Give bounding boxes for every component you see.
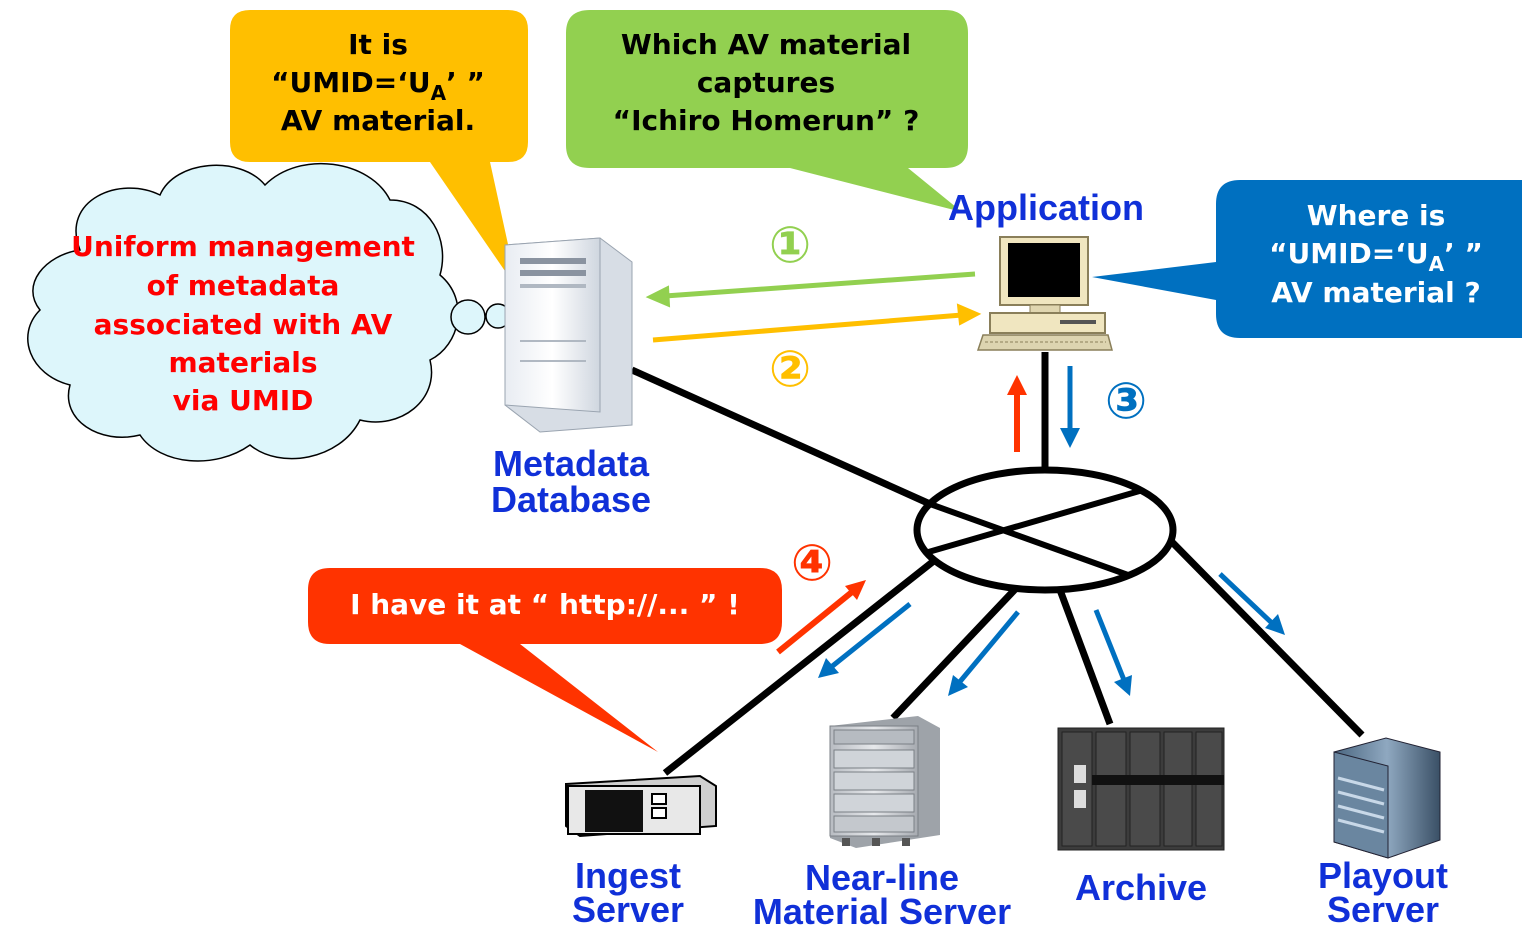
where-question-suffix: ’ ”	[1444, 237, 1483, 270]
ingest-label-1: Ingest	[575, 855, 681, 896]
cloud-line-5: via UMID	[173, 384, 314, 417]
app-question-line-1: Which AV material	[621, 28, 911, 61]
app-question-line-2: captures	[697, 66, 835, 99]
app-question-line-3: “Ichiro Homerun” ?	[613, 104, 920, 137]
step-1-marker: ①	[769, 216, 811, 274]
metadata-reply-line-2: “UMID=‘UA’ ”	[271, 66, 485, 105]
metadata-db-label-1: Metadata	[493, 443, 650, 484]
where-question-line-1: Where is	[1307, 199, 1446, 232]
link-metadata-db	[630, 366, 932, 508]
cloud-line-3: associated with AV	[94, 308, 393, 341]
metadata-reply-umid: “UMID=‘U	[271, 66, 431, 99]
where-question-umid: “UMID=‘U	[1269, 237, 1429, 270]
cloud-line-4: materials	[168, 346, 317, 379]
ingest-reply-text: I have it at “ http://... ” !	[350, 588, 740, 621]
network-links	[630, 352, 1365, 776]
step-2-marker: ②	[769, 340, 811, 398]
archive-label: Archive	[1075, 867, 1207, 908]
cloud-text: Uniform management of metadata associate…	[71, 230, 415, 417]
desktop-computer-icon	[976, 236, 1113, 351]
ingest-reply-bubble: I have it at “ http://... ” !	[308, 568, 782, 752]
cloud-line-1: Uniform management	[71, 230, 415, 263]
metadata-reply-bubble: It is “UMID=‘UA’ ” AV material.	[230, 10, 528, 290]
where-question-line-2: “UMID=‘UA’ ”	[1269, 237, 1483, 276]
tape-library-icon	[1057, 727, 1225, 851]
thought-cloud	[27, 162, 530, 462]
nearline-label-2: Material Server	[753, 891, 1011, 928]
playout-label-2: Server	[1327, 889, 1439, 928]
nearline-label-1: Near-line	[805, 857, 959, 898]
flow-arrows	[645, 271, 1285, 696]
cloud-line-2: of metadata	[147, 269, 340, 302]
metadata-reply-line-3: AV material.	[281, 104, 475, 137]
metadata-reply-suffix: ’ ”	[446, 66, 485, 99]
metadata-db-label-2: Database	[491, 479, 651, 520]
tower-server-icon	[504, 237, 633, 433]
metadata-reply-subscript: A	[431, 81, 447, 105]
link-playout	[1167, 537, 1365, 738]
step-4-marker: ④	[791, 534, 833, 592]
server-cabinet-icon	[1333, 737, 1441, 859]
rack-server-icon	[565, 774, 717, 838]
playout-label-1: Playout	[1318, 855, 1448, 896]
where-question-bubble: Where is “UMID=‘UA’ ” AV material ?	[1092, 180, 1522, 338]
metadata-reply-line-1: It is	[348, 28, 408, 61]
app-question-bubble: Which AV material captures “Ichiro Homer…	[566, 10, 968, 212]
application-label: Application	[948, 187, 1144, 228]
link-ingest	[662, 557, 938, 776]
link-nearline	[890, 579, 1025, 721]
step-3-marker: ③	[1105, 372, 1147, 430]
network-hub-icon	[913, 466, 1177, 594]
where-question-line-3: AV material ?	[1271, 276, 1481, 309]
where-question-subscript: A	[1429, 252, 1445, 276]
link-archive	[1056, 588, 1114, 726]
storage-array-icon	[829, 716, 940, 848]
ingest-label-2: Server	[572, 889, 684, 928]
